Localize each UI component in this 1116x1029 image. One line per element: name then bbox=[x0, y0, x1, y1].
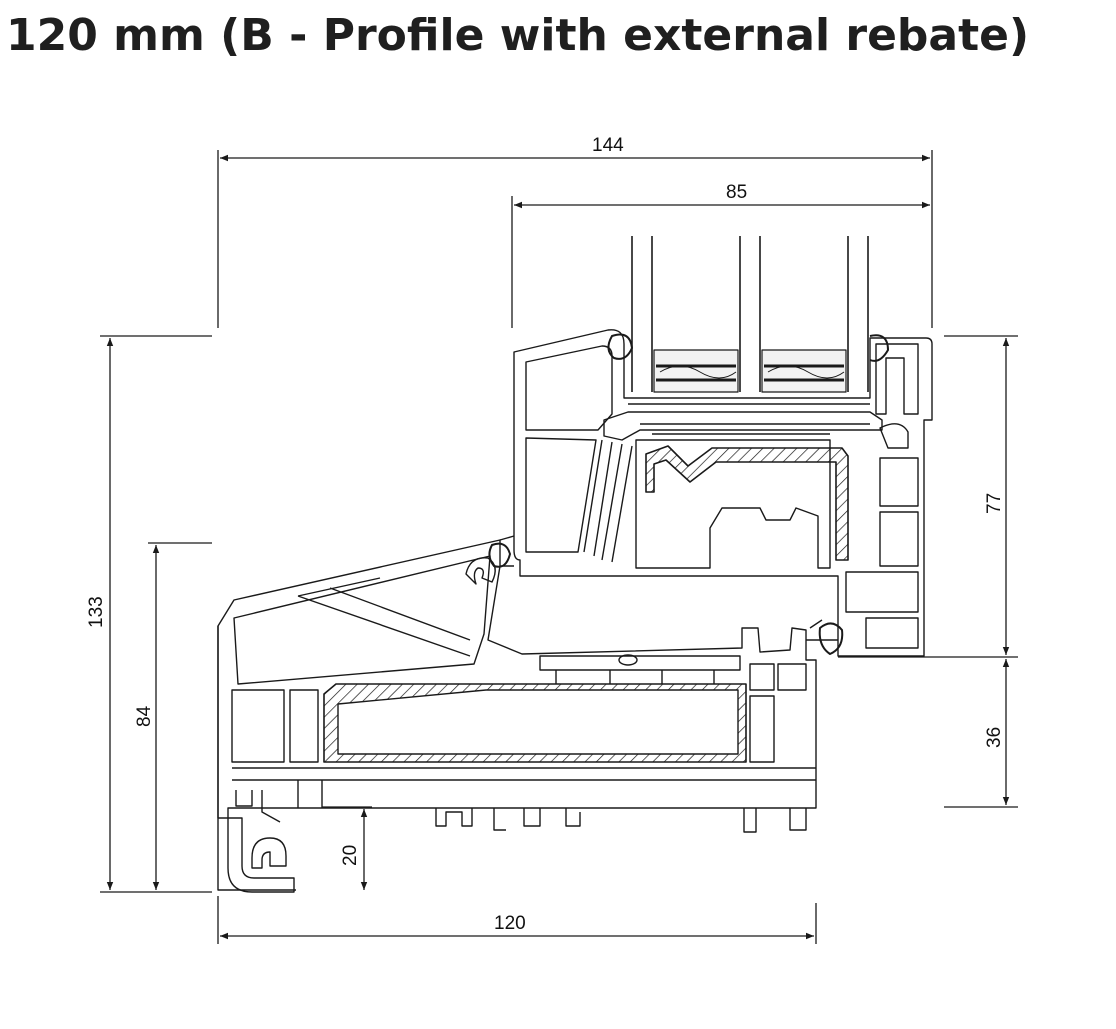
sash-top-rail-lines bbox=[628, 403, 870, 435]
frame-wedge-chamber bbox=[233, 555, 491, 685]
dimension-glazing-width bbox=[511, 196, 930, 328]
label-overall-width: 144 bbox=[592, 135, 624, 156]
dimension-frame-height bbox=[148, 542, 212, 890]
frame-rebate-hook bbox=[465, 557, 496, 585]
sash-frame-joint bbox=[499, 535, 838, 641]
frame-bottom-feet bbox=[235, 780, 807, 833]
sash-inner-wall-lower bbox=[525, 437, 597, 553]
sash-inner-wall bbox=[525, 345, 613, 431]
dimension-lines bbox=[100, 150, 1018, 944]
glass-panes bbox=[631, 236, 869, 392]
dimension-overall-height bbox=[100, 335, 212, 893]
frame-profile-outline bbox=[217, 539, 817, 893]
sash-reinforcement bbox=[645, 445, 849, 561]
label-frame-height: 84 bbox=[134, 705, 155, 727]
sash-diagonal-ribs bbox=[583, 439, 633, 563]
dimension-frame-depth bbox=[217, 896, 817, 944]
profile-section bbox=[217, 236, 933, 893]
sash-right-chambers bbox=[845, 343, 919, 649]
frame-reinforcement-inner bbox=[337, 689, 739, 755]
label-glazing-width: 85 bbox=[726, 182, 747, 203]
dimension-base-height bbox=[322, 806, 372, 890]
dimension-sash-height bbox=[838, 335, 1018, 658]
dimension-overall-width bbox=[217, 150, 933, 328]
sash-profile-outline bbox=[513, 329, 933, 657]
frame-wedge-ribs bbox=[297, 577, 471, 657]
label-base-height: 20 bbox=[340, 845, 361, 866]
page-title: 120 mm (B - Profile with external rebate… bbox=[6, 10, 1030, 61]
frame-outer-skin bbox=[217, 626, 296, 891]
label-sash-offset: 36 bbox=[984, 727, 1005, 748]
label-sash-height: 77 bbox=[984, 493, 1005, 514]
frame-drainage-hook bbox=[251, 837, 287, 869]
sash-top-rail bbox=[603, 411, 883, 441]
frame-chambers bbox=[231, 654, 816, 781]
label-frame-depth: 120 bbox=[494, 913, 526, 934]
dimension-sash-offset bbox=[944, 659, 1018, 808]
sash-central-web bbox=[635, 439, 831, 569]
glass-spacers bbox=[653, 349, 847, 393]
label-overall-height: 133 bbox=[86, 596, 107, 628]
